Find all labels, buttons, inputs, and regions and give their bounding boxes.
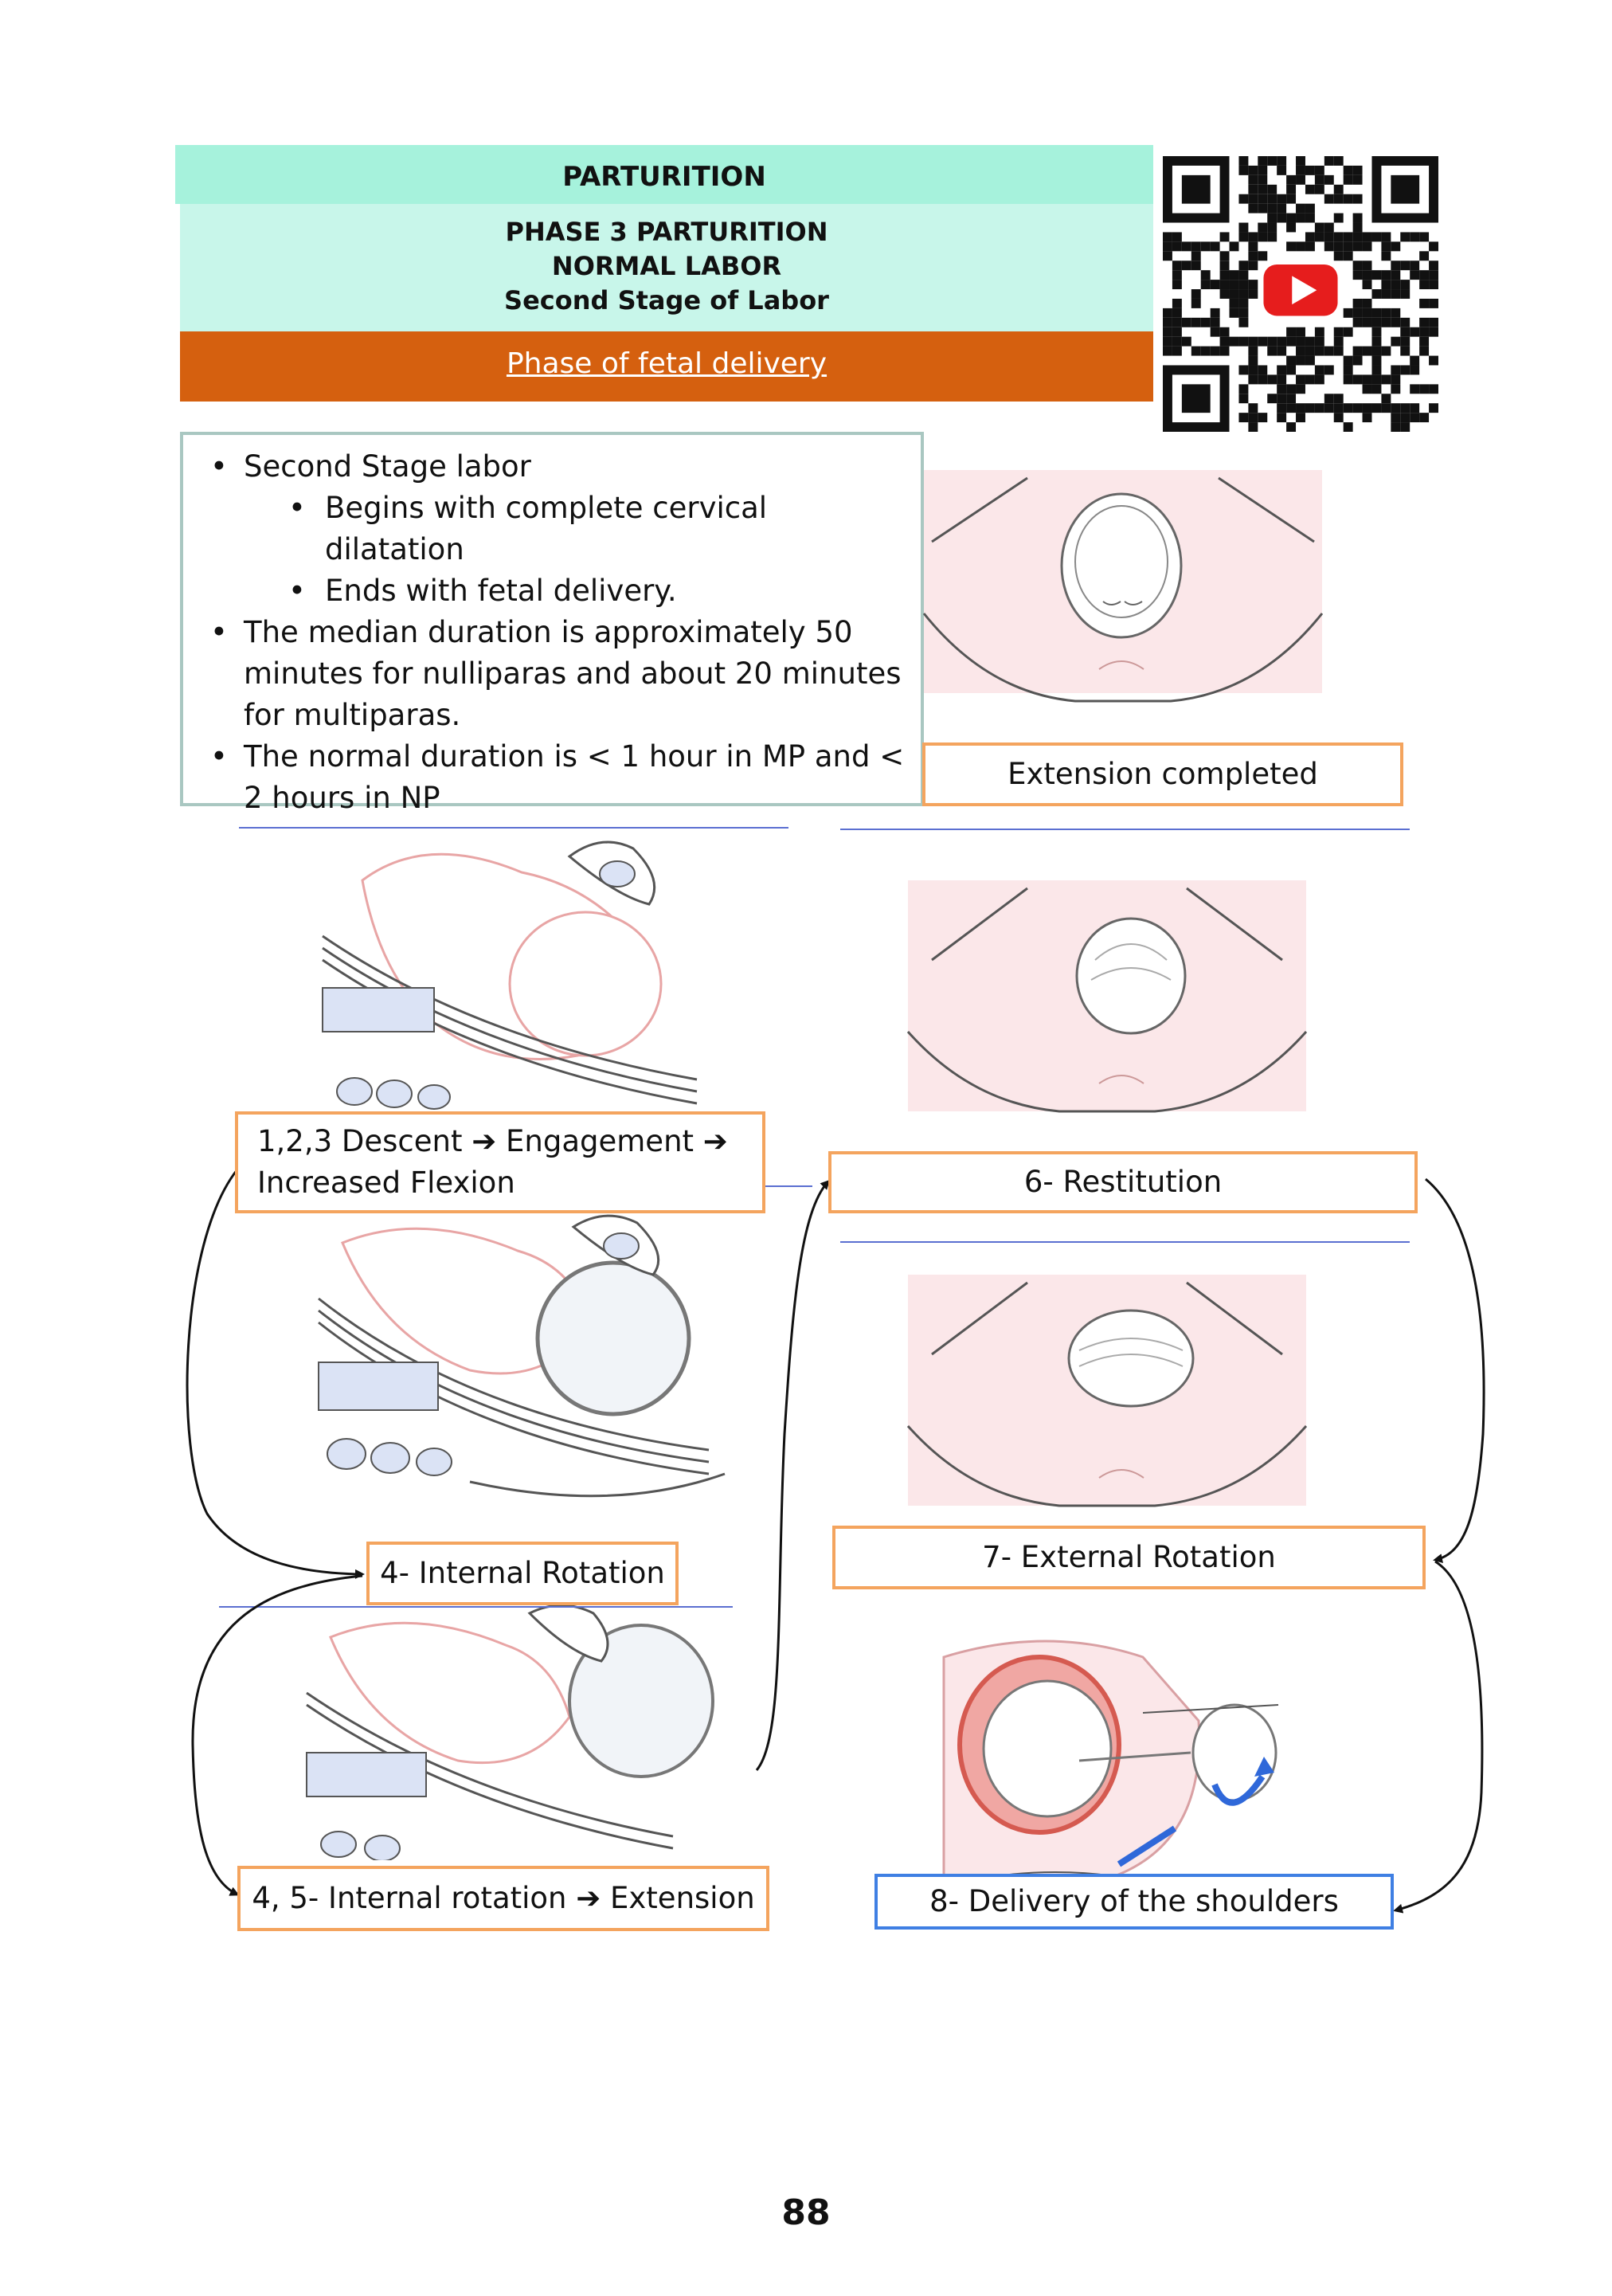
info-bullet-2: The median duration is approximately 50 … [199,612,908,736]
label-internal-rotation: 4- Internal Rotation [366,1542,679,1605]
perineum-extension-illustration [922,470,1324,703]
perineum-crowning-illustration [906,880,1308,1113]
info-bullet-1b: Ends with fetal delivery. [199,570,908,612]
label-external-rotation: 7- External Rotation [832,1526,1426,1589]
perineum-restitution-illustration [906,1275,1308,1507]
info-bullet-3: The normal duration is < 1 hour in MP an… [199,736,908,819]
header-subtitle-bar: PHASE 3 PARTURITION NORMAL LABOR Second … [180,204,1153,331]
qr-code-icon[interactable] [1163,156,1438,432]
page-title: PARTURITION [562,161,766,193]
extension-illustration [306,1605,714,1860]
divider-line [749,1185,812,1187]
subtitle-line-1: PHASE 3 PARTURITION [505,217,828,247]
internal-rotation-illustration [318,1214,726,1498]
phase-link[interactable]: Phase of fetal delivery [506,347,828,380]
divider-line [840,1241,1410,1243]
label-internal-rotation-extension: 4, 5- Internal rotation ➔ Extension [237,1866,769,1931]
label-descent-line-2: Increased Flexion [257,1166,515,1200]
info-bullet-1a: Begins with complete cervical dilatation [199,488,908,570]
label-restitution: 6- Restitution [828,1151,1418,1213]
subtitle-line-3: Second Stage of Labor [504,285,829,315]
info-box: Second Stage labor Begins with complete … [180,432,924,815]
divider-line [239,827,788,829]
info-bullet-1: Second Stage labor [199,446,908,488]
descent-engagement-illustration [322,840,698,1110]
info-list: Second Stage labor Begins with complete … [199,446,908,819]
page-number: 88 [781,2192,831,2233]
label-extension-completed: Extension completed [922,742,1403,806]
subtitle-line-2: NORMAL LABOR [551,251,782,281]
shoulder-delivery-illustration [936,1640,1279,1888]
header-subtitle: PHASE 3 PARTURITION NORMAL LABOR Second … [180,215,1153,318]
youtube-play-icon [1263,264,1338,316]
divider-line [219,1606,733,1608]
divider-line [840,829,1410,830]
header-phase-bar: Phase of fetal delivery [180,331,1153,402]
label-descent-engagement: 1,2,3 Descent ➔ Engagement ➔ Increased F… [235,1111,765,1213]
header-title-bar: PARTURITION [175,145,1153,204]
label-descent-line-1: 1,2,3 Descent ➔ Engagement ➔ [257,1124,728,1158]
label-delivery-shoulders: 8- Delivery of the shoulders [874,1874,1394,1930]
